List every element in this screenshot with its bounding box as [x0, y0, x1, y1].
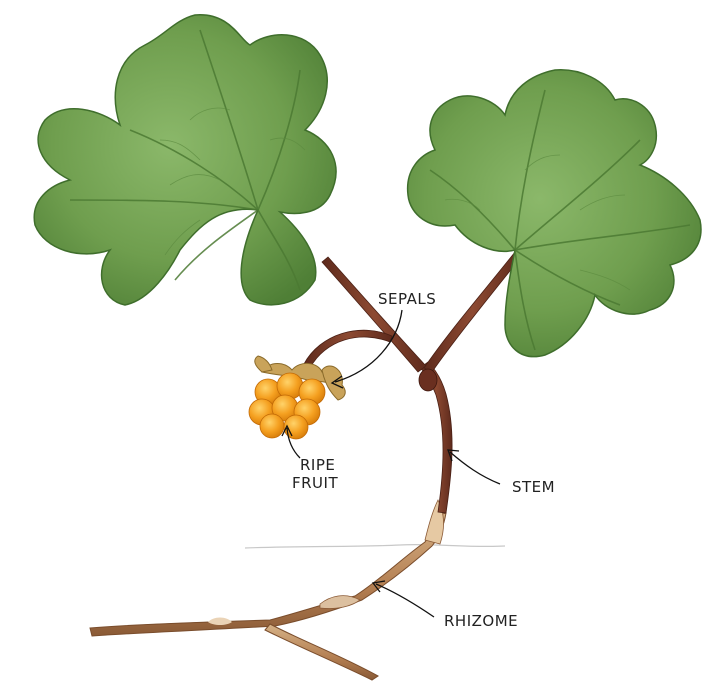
rhizome — [90, 500, 446, 680]
left-leaf — [34, 15, 336, 305]
ground-line — [245, 545, 505, 548]
rhizome-label: RHIZOME — [444, 612, 518, 630]
ripe-fruit-label-line1: RIPE — [300, 456, 335, 474]
sepals — [322, 366, 345, 400]
rhizome-callout-line — [376, 584, 434, 617]
ripe-fruit — [249, 356, 345, 439]
sepals-label: SEPALS — [378, 290, 436, 308]
stem-label: STEM — [512, 478, 555, 496]
right-leaf — [408, 70, 701, 357]
stem-callout-line — [450, 452, 500, 484]
ripe-fruit-label-line2: FRUIT — [292, 474, 338, 492]
sepals-callout-line — [335, 310, 402, 382]
